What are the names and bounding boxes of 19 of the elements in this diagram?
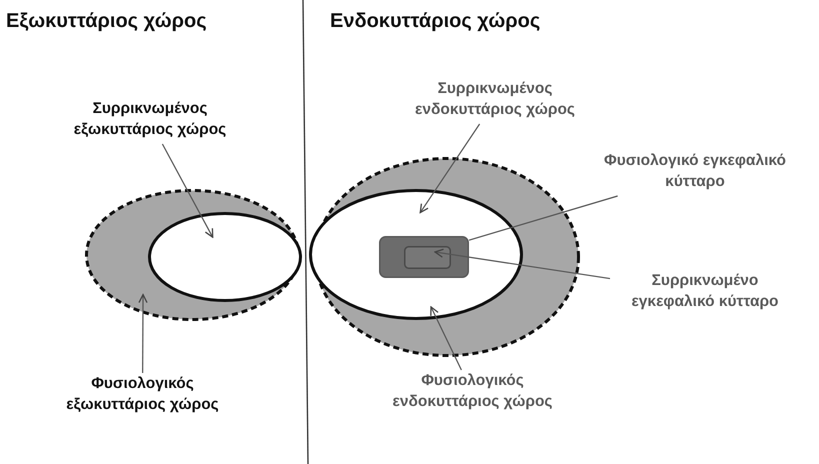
arrow bbox=[430, 306, 462, 370]
annotation-text: Συρρικνωμένος εξωκυττάριος χώρος bbox=[72, 99, 228, 140]
leader-line bbox=[468, 195, 618, 241]
brain-cell-rect bbox=[404, 246, 451, 269]
arrow bbox=[420, 124, 480, 214]
brain-cell-rect bbox=[379, 236, 469, 278]
intracellular-space-ellipse bbox=[309, 189, 523, 320]
annotation-text: Συρρικνωμένος ενδοκυττάριος χώρος bbox=[414, 79, 576, 120]
arrow bbox=[162, 144, 214, 238]
arrow bbox=[138, 294, 148, 373]
intracellular-space-ellipse bbox=[148, 212, 302, 302]
region-heading: Ενδοκυττάριος χώρος bbox=[330, 10, 540, 33]
annotation-text: Συρρικνωμένο εγκεφαλικό κύτταρο bbox=[630, 271, 780, 312]
arrow bbox=[434, 248, 610, 280]
extracellular-space-ellipse bbox=[85, 189, 300, 321]
annotation-text: Φυσιολογικό εγκεφαλικό κύτταρο bbox=[603, 151, 787, 192]
annotation-text: Φυσιολογικός εξωκυττάριος χώρος bbox=[65, 374, 220, 415]
region-heading: Εξωκυττάριος χώρος bbox=[6, 10, 207, 33]
annotation-text: Φυσιολογικός ενδοκυττάριος χώρος bbox=[392, 371, 554, 412]
